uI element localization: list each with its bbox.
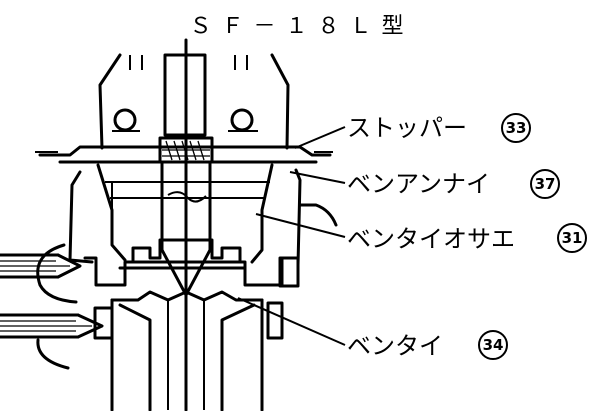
callout-label: ベンタイオサエ	[347, 225, 515, 253]
callout-number: 31	[562, 229, 583, 247]
callout-bentaiosae: ベンタイオサエ 31	[347, 223, 587, 253]
stem-top-hatched	[158, 136, 214, 164]
callout-number: 34	[483, 336, 504, 354]
leader-benannai	[289, 171, 346, 184]
callout-stopper: ストッパー 33	[347, 113, 531, 143]
callout-number-circle	[478, 330, 508, 360]
callout-number-circle	[530, 169, 560, 199]
callout-label: ストッパー	[347, 114, 467, 142]
callout-number-circle	[501, 113, 531, 143]
leader-stopper	[294, 126, 346, 149]
leader-bentaiosae	[255, 213, 346, 238]
leader-lines	[237, 126, 346, 346]
callout-number: 37	[535, 175, 556, 193]
callout-number-circle	[557, 223, 587, 253]
valve-assembly-drawing	[0, 38, 338, 411]
left-pipes	[0, 243, 104, 370]
callout-benannai: ベンアンナイ 37	[347, 169, 560, 199]
callout-label: ベンアンナイ	[347, 170, 490, 198]
diagram-title: ＳＦ－１８Ｌ型	[189, 14, 414, 39]
callout-number: 33	[506, 119, 527, 137]
callout-label: ベンタイ	[347, 332, 443, 360]
leader-bentai	[237, 297, 346, 346]
callout-bentai: ベンタイ 34	[347, 330, 508, 360]
